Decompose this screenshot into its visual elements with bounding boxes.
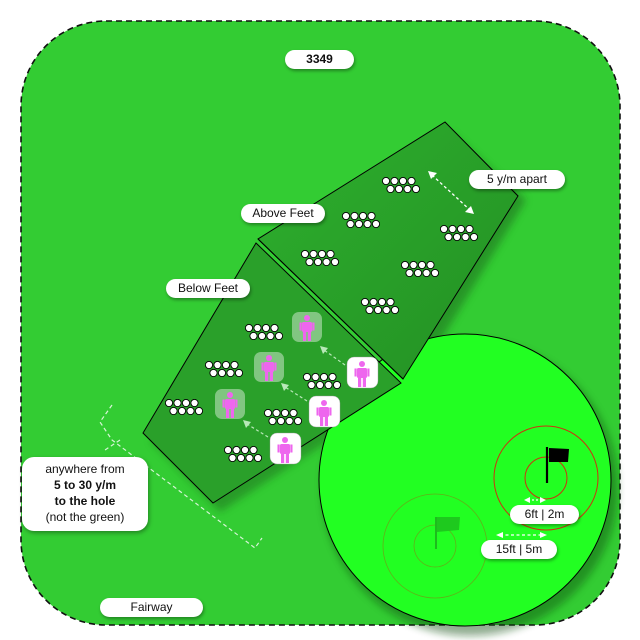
player-previous-position bbox=[254, 352, 284, 382]
player-previous-position bbox=[215, 389, 245, 419]
inner-radius-arrow bbox=[524, 497, 546, 503]
spacing-arrow bbox=[428, 171, 474, 214]
player-position bbox=[346, 356, 379, 389]
player-position bbox=[269, 432, 302, 465]
outer-radius-arrow bbox=[496, 532, 547, 538]
alternate-hole bbox=[382, 493, 488, 599]
id-badge: 3349 bbox=[285, 50, 354, 69]
above-feet-label: Above Feet bbox=[241, 204, 325, 223]
active-hole bbox=[493, 425, 599, 531]
fairway-label: Fairway bbox=[100, 598, 203, 617]
inner-radius-label: 6ft | 2m bbox=[510, 505, 579, 524]
note-line-3: to the hole bbox=[54, 494, 116, 508]
player-previous-position bbox=[292, 312, 322, 342]
move-arrow bbox=[243, 420, 269, 438]
move-arrow bbox=[281, 383, 308, 402]
outer-radius-ring bbox=[493, 425, 599, 531]
note-line-4: (not the green) bbox=[45, 510, 125, 524]
below-feet-label: Below Feet bbox=[166, 279, 250, 298]
outer-radius-label: 15ft | 5m bbox=[481, 540, 557, 559]
note-line-2: 5 to 30 y/m bbox=[53, 478, 117, 492]
flag-icon bbox=[437, 517, 460, 532]
flag-icon bbox=[549, 448, 569, 462]
note-line-1: anywhere from bbox=[45, 462, 125, 476]
approach-zone-outline bbox=[99, 404, 263, 549]
distance-note: anywhere from 5 to 30 y/m to the hole (n… bbox=[22, 457, 148, 531]
spacing-label: 5 y/m apart bbox=[469, 170, 565, 189]
player-position bbox=[308, 395, 341, 428]
move-arrow bbox=[320, 346, 346, 366]
